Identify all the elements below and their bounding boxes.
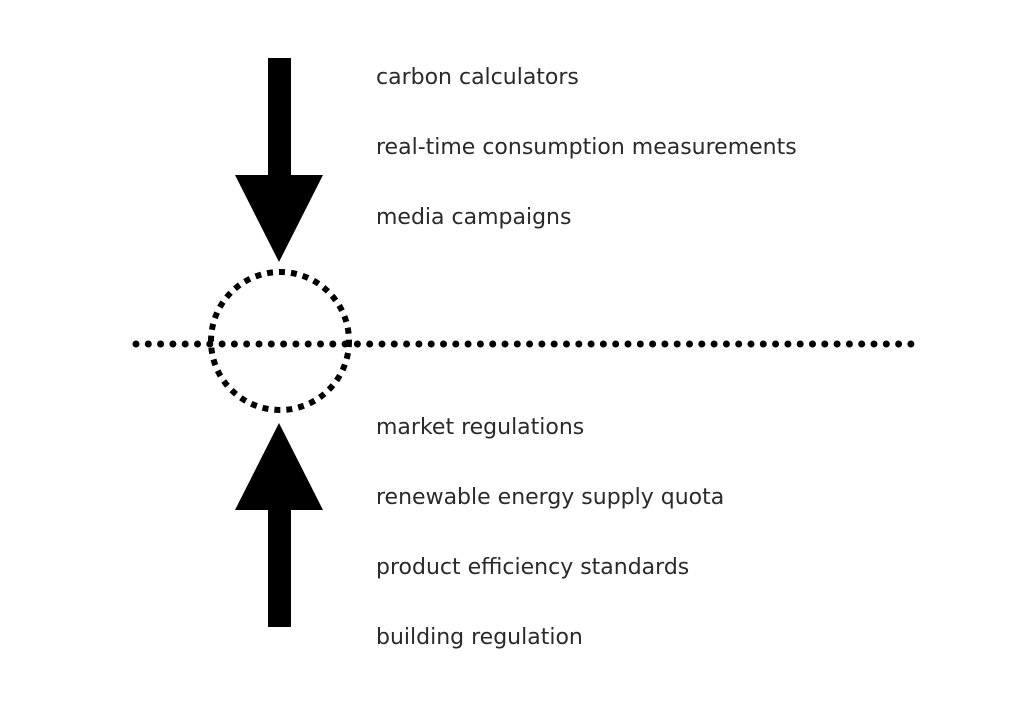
top-item-consumption-measurements: real-time consumption measurements [376, 135, 797, 160]
dotted-focus-circle [208, 269, 352, 413]
bottom-item-renewable-quota: renewable energy supply quota [376, 485, 725, 510]
bottom-item-building-regulation: building regulation [376, 625, 583, 650]
down-arrow-icon [235, 58, 323, 262]
bottom-item-efficiency-standards: product efficiency standards [376, 555, 690, 580]
top-item-carbon-calculators: carbon calculators [376, 65, 579, 90]
bottom-item-market-regulations: market regulations [376, 415, 585, 440]
up-arrow-icon [235, 423, 323, 627]
top-item-media-campaigns: media campaigns [376, 205, 572, 230]
